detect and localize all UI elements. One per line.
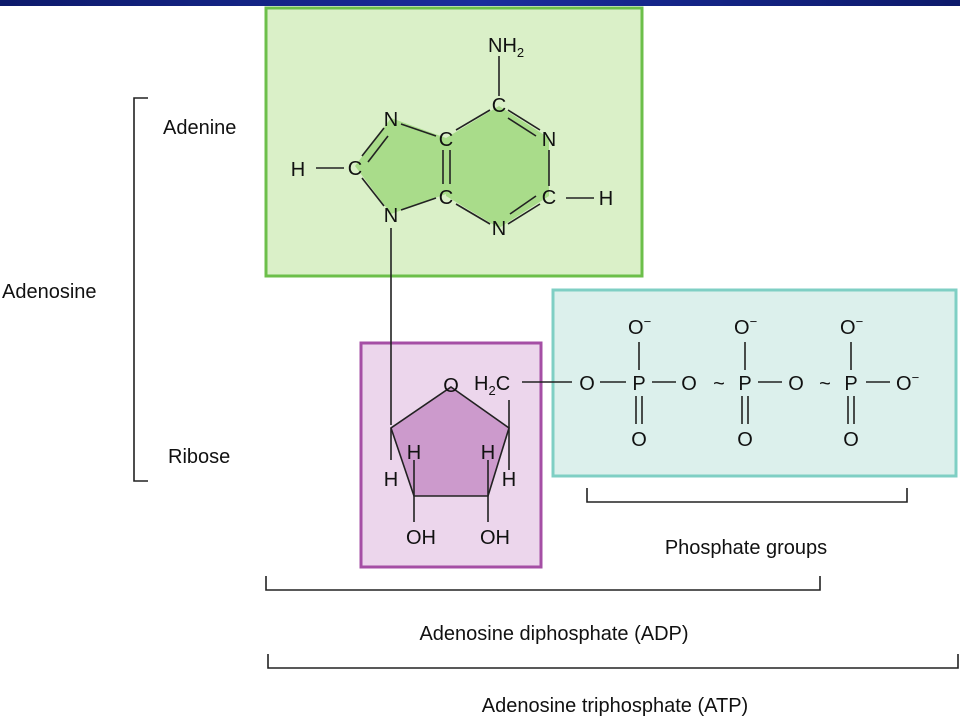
atom-o-double-alpha: O [631, 429, 647, 451]
atom-c8: C [348, 158, 362, 180]
atom-o-minus-gamma: O− [840, 314, 863, 339]
atom-c2: C [542, 187, 556, 209]
label-adenine: Adenine [163, 117, 236, 139]
atom-oh-left: OH [406, 527, 436, 549]
label-atp: Adenosine triphosphate (ATP) [482, 695, 748, 717]
phosphate-bonds [600, 342, 890, 424]
atom-h-c2: H [599, 188, 613, 210]
label-ribose: Ribose [168, 446, 230, 468]
atom-h-c4-down: H [502, 469, 516, 491]
atom-c4: C [439, 187, 453, 209]
adp-bracket [265, 576, 821, 591]
atom-p-alpha: P [632, 373, 645, 395]
atom-o-minus-terminal: O− [896, 370, 919, 395]
atom-h-c4-up: H [481, 442, 495, 464]
atom-nh2: NH2 [488, 35, 524, 60]
atom-n3: N [492, 218, 506, 240]
atom-p-gamma: P [844, 373, 857, 395]
atom-tilde-2: ~ [819, 373, 831, 395]
atom-o-ribose: O [443, 375, 459, 397]
ribose-ring [390, 386, 510, 497]
top-banner-bar [0, 0, 960, 6]
atom-c5: C [439, 129, 453, 151]
atom-n7: N [384, 109, 398, 131]
adenine-bonds [316, 56, 594, 425]
atom-h2c: H2C [474, 373, 510, 398]
phosphate-groups-bracket [586, 488, 908, 503]
atom-o-double-beta: O [737, 429, 753, 451]
atom-h-c1-up: H [407, 442, 421, 464]
atom-h-c1-down: H [384, 469, 398, 491]
atom-h-c8: H [291, 159, 305, 181]
label-adp: Adenosine diphosphate (ADP) [419, 623, 688, 645]
atom-o-minus-beta: O− [734, 314, 757, 339]
atom-n9: N [384, 205, 398, 227]
atom-tilde-1: ~ [713, 373, 725, 395]
adenine-imidazole-ring [355, 118, 446, 214]
atom-o-bridge-2: O [788, 373, 804, 395]
atom-o-minus-alpha: O− [628, 314, 651, 339]
atom-c-amino: C [492, 95, 506, 117]
adenine-pyrimidine-ring [446, 106, 549, 228]
atom-o-double-gamma: O [843, 429, 859, 451]
label-adenosine: Adenosine [2, 281, 97, 303]
label-phosphate-groups: Phosphate groups [665, 537, 827, 559]
atom-oh-right: OH [480, 527, 510, 549]
atom-o-bridge-1: O [681, 373, 697, 395]
atom-n1: N [542, 129, 556, 151]
phosphate-box [551, 288, 958, 478]
atom-o-ester: O [579, 373, 595, 395]
ribose-bonds [390, 381, 572, 522]
adenosine-bracket [133, 97, 148, 482]
atom-p-beta: P [738, 373, 751, 395]
atp-bracket [267, 654, 959, 669]
